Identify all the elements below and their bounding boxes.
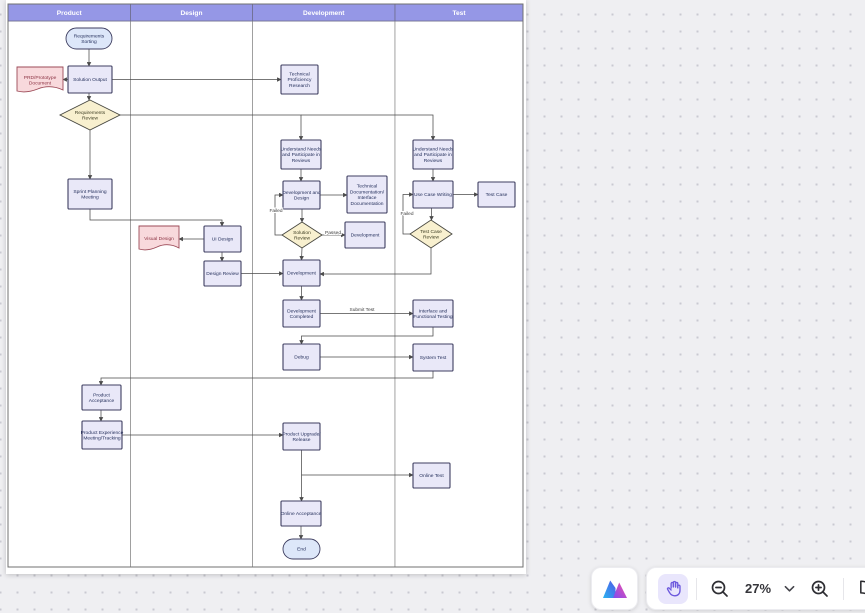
node-product-upgrade-release[interactable]: Product Upgrade/Release	[282, 422, 321, 451]
node-development[interactable]: Development	[282, 259, 321, 287]
node-label: Product Upgrade/Release	[282, 431, 321, 443]
lane-title: Product	[57, 10, 83, 17]
edge-label: Submit Test	[350, 307, 376, 313]
node-label: System Test	[420, 355, 447, 361]
node-end[interactable]: End	[282, 538, 321, 560]
node-label: Solution Output	[73, 77, 107, 83]
node-test-case[interactable]: Test Case	[477, 181, 516, 208]
minimap-button[interactable]	[852, 574, 865, 604]
node-use-case-writing[interactable]: Use Case Writing	[412, 180, 454, 209]
node-label: Online Test	[419, 473, 444, 479]
toolbar-divider	[843, 577, 844, 600]
edge-label: Passed	[325, 230, 341, 236]
node-label: Online Acceptance	[281, 511, 322, 517]
edge-connector	[402, 192, 414, 235]
node-debug[interactable]: Debug	[282, 343, 321, 371]
edge-connector	[301, 114, 436, 141]
swimlane-frame	[7, 3, 524, 568]
node-label: End	[297, 547, 306, 553]
open-book-icon	[859, 580, 865, 595]
edge-connector	[319, 248, 432, 277]
edge-connector	[274, 192, 284, 236]
node-label: Test Case	[486, 192, 508, 198]
zoom-in-button[interactable]	[805, 574, 835, 604]
node-online-test[interactable]: Online Test	[412, 462, 451, 489]
node-solution-output[interactable]: Solution Output	[67, 65, 113, 94]
zoom-in-icon	[811, 580, 828, 597]
node-label: Development	[287, 271, 316, 277]
node-label: Development	[351, 233, 380, 239]
edge-connector	[299, 247, 304, 261]
edge-connector	[89, 209, 225, 227]
hand-tool-button[interactable]	[658, 573, 688, 604]
zoom-level-value[interactable]: 27%	[744, 581, 772, 596]
node-development-passed[interactable]: Development	[344, 221, 386, 249]
lane-title: Design	[181, 10, 203, 17]
lane-test[interactable]: Test	[394, 3, 524, 568]
lane-title: Development	[303, 10, 345, 17]
hand-icon	[666, 580, 681, 597]
node-online-acceptance[interactable]: Online Acceptance	[280, 500, 322, 527]
lane-development[interactable]: Development	[252, 3, 396, 568]
edge-label: Failed	[400, 211, 413, 217]
node-visual-design[interactable]: Visual Design	[138, 225, 180, 251]
node-label: UI Design	[212, 237, 234, 243]
app-logo-button[interactable]	[591, 567, 638, 610]
lane-title: Test	[452, 10, 466, 17]
node-design-review[interactable]: Design Review	[203, 260, 242, 287]
node-label: Design Review	[206, 271, 239, 277]
zoom-menu-button[interactable]	[781, 577, 797, 601]
zoom-out-button[interactable]	[705, 574, 735, 604]
lane-design[interactable]: Design	[130, 3, 253, 568]
toolbar-divider	[696, 577, 697, 600]
edge-connector	[299, 327, 434, 345]
chevron-down-icon	[784, 585, 794, 592]
node-system-test[interactable]: System Test	[412, 343, 454, 372]
zoom-out-icon	[711, 580, 728, 597]
edge-connector	[98, 371, 434, 386]
edge-label: Failed	[269, 208, 282, 214]
node-ui-design[interactable]: UI Design	[203, 225, 242, 253]
node-label: Use Case Writing	[414, 192, 452, 198]
bottom-toolbar: 27%	[591, 567, 865, 610]
node-label: Debug	[294, 355, 309, 361]
app-logo-icon	[602, 580, 627, 598]
zoom-toolbar: 27%	[646, 567, 865, 610]
node-label: Visual Design	[144, 236, 174, 242]
